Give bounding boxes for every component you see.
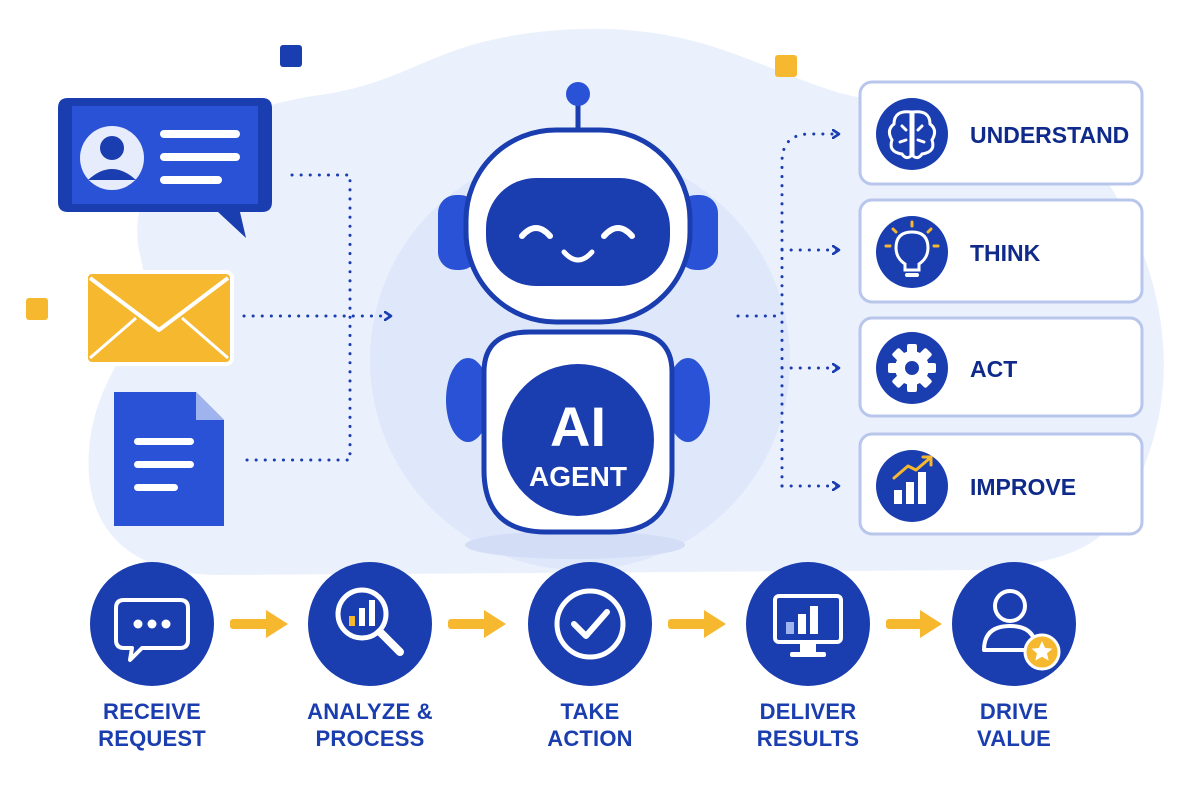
arrow-3 [668,610,726,638]
capability-panel-think: THINK [858,198,1144,304]
step-caption-line: TAKE [560,699,620,724]
process-step-deliver-results [746,562,870,686]
process-arrows [230,610,942,638]
document-icon [134,438,194,491]
step-caption-line: RECEIVE [103,699,201,724]
process-step-analyze [308,562,432,686]
capability-panel-understand: UNDERSTAND [858,80,1144,186]
capability-panel-improve: IMPROVE [858,432,1144,536]
agent-shadow [465,531,685,559]
step-caption-analyze: ANALYZE & PROCESS [280,698,460,752]
process-step-receive-request [90,562,214,686]
process-step-drive-value [952,562,1076,686]
arrow-4 [886,610,942,638]
step-caption-line: VALUE [977,726,1051,751]
ai-agent-badge [502,364,654,516]
input-document [114,392,224,526]
capability-label-understand: UNDERSTAND [970,122,1129,148]
envelope-icon [88,276,230,332]
capability-connectors [736,134,838,486]
user-chat-bubble-icon [80,126,144,190]
badge-line-1: AI [550,395,606,458]
step-caption-deliver-results: DELIVER RESULTS [718,698,898,752]
capability-label-think: THINK [970,240,1041,266]
decor-square-yellow-top [775,55,797,77]
lightbulb-icon [884,220,940,277]
checkmark-icon [554,588,626,660]
step-caption-take-action: TAKE ACTION [500,698,680,752]
step-caption-line: DRIVE [979,699,1049,724]
step-caption-line: ANALYZE & [307,699,433,724]
robot-mascot: AI AGENT [438,82,718,535]
step-caption-line: DELIVER [759,699,857,724]
step-caption-drive-value: DRIVE VALUE [924,698,1104,752]
decor-square-blue [280,45,302,67]
monitor-chart-icon [773,594,843,657]
arrow-1 [230,610,288,638]
arrow-2 [448,610,506,638]
capability-label-improve: IMPROVE [970,474,1076,500]
user-star-icon [982,589,1061,671]
step-caption-line: PROCESS [315,726,425,751]
process-step-take-action [528,562,652,686]
step-caption-receive-request: RECEIVE REQUEST [62,698,242,752]
growth-chart-icon [892,455,933,504]
brain-icon [887,110,937,160]
step-caption-line: ACTION [547,726,633,751]
input-email [84,270,234,366]
step-caption-line: RESULTS [756,726,860,751]
magnifier-chart-icon [335,587,404,656]
decor-square-yellow-left [26,298,48,320]
badge-line-2: AGENT [529,461,627,492]
input-connectors [242,173,390,462]
capability-panel-act: ACT [858,316,1144,418]
capability-label-act: ACT [970,356,1017,382]
chat-dots-icon [114,598,190,662]
input-chat-profile [58,98,272,238]
step-caption-line: REQUEST [98,726,206,751]
gear-icon [888,344,936,392]
